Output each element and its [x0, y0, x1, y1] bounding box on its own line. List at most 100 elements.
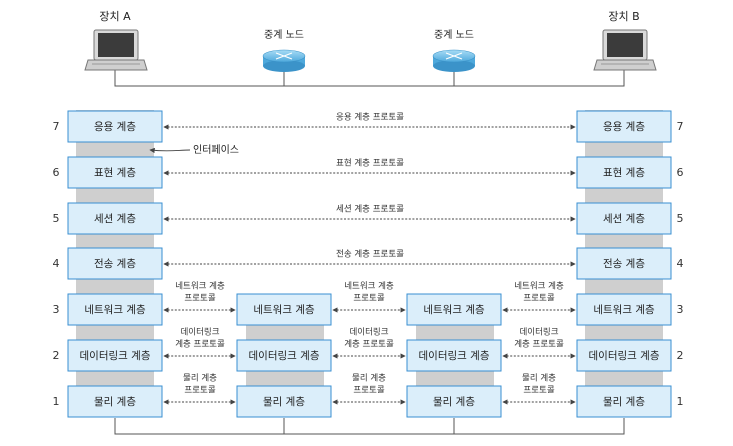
- layer-1-node1: 물리 계층: [236, 385, 332, 418]
- protocol-label: 세션 계층 프로토콜: [336, 204, 404, 215]
- layer-number: 3: [677, 303, 684, 316]
- layer-number: 1: [677, 395, 684, 408]
- protocol-label: 네트워크 계층: [344, 281, 394, 292]
- layer-5-b: 세션 계층: [576, 202, 672, 235]
- layer-number: 5: [53, 212, 60, 225]
- layer-6-b: 표현 계층: [576, 156, 672, 189]
- layer-5-a: 세션 계층: [67, 202, 163, 235]
- laptop-icon: [593, 29, 657, 71]
- protocol-label: 네트워크 계층: [514, 281, 564, 292]
- device-a-label: 장치 A: [99, 10, 131, 23]
- relay-node-1-stack: 네트워크 계층 데이터링크 계층 물리 계층: [236, 293, 332, 418]
- router-icon: [432, 49, 476, 72]
- layer-numbers-right: 7 6 5 4 3 2 1: [677, 120, 684, 408]
- protocol-label: 물리 계층: [352, 373, 386, 384]
- protocol-label: 프로토콜: [353, 294, 384, 304]
- layer-1-node2: 물리 계층: [406, 385, 502, 418]
- layer-number: 5: [677, 212, 684, 225]
- layer-number: 7: [53, 120, 60, 133]
- device-b-label: 장치 B: [608, 10, 639, 23]
- protocol-label: 표현 계층 프로토콜: [336, 158, 404, 169]
- protocol-label: 프로토콜: [353, 386, 384, 396]
- protocol-label: 데이터링크: [180, 327, 219, 338]
- hop-protocols: 네트워크 계층 프로토콜 네트워크 계층 프로토콜 네트워크 계층 프로토콜 데…: [163, 281, 576, 405]
- layer-label: 전송 계층: [603, 258, 645, 270]
- layer-4-a: 전송 계층: [67, 247, 163, 280]
- router-icon: [262, 49, 306, 72]
- layer-label: 전송 계층: [94, 258, 136, 270]
- laptop-icon: [84, 29, 148, 71]
- layer-label: 표현 계층: [603, 167, 645, 179]
- layer-number: 2: [677, 349, 684, 362]
- end-to-end-protocols: 응용 계층 프로토콜 표현 계층 프로토콜 세션 계층 프로토콜 전송 계층 프…: [163, 112, 576, 267]
- protocol-label: 프로토콜: [184, 386, 215, 396]
- layer-label: 네트워크 계층: [253, 303, 315, 316]
- layer-number: 4: [53, 257, 60, 270]
- layer-number: 6: [53, 166, 60, 179]
- layer-label: 네트워크 계층: [84, 303, 146, 316]
- layer-number: 6: [677, 166, 684, 179]
- top-network-line: [114, 70, 625, 87]
- protocol-arrow-4: 전송 계층 프로토콜: [163, 249, 576, 267]
- relay-node-2-stack: 네트워크 계층 데이터링크 계층 물리 계층: [406, 293, 502, 418]
- device-b: 장치 B: [593, 10, 657, 71]
- layer-label: 데이터링크 계층: [249, 350, 320, 362]
- protocol-label: 물리 계층: [522, 373, 556, 384]
- protocol-label: 프로토콜: [184, 294, 215, 304]
- hop-protocol-layer-3: 네트워크 계층 프로토콜 네트워크 계층 프로토콜 네트워크 계층 프로토콜: [163, 281, 576, 313]
- protocol-label: 계층 프로토콜: [514, 339, 564, 350]
- layer-number: 7: [677, 120, 684, 133]
- protocol-label: 프로토콜: [523, 294, 554, 304]
- layer-label: 응용 계층: [94, 121, 136, 133]
- layer-label: 데이터링크 계층: [80, 350, 151, 362]
- interface-annotation: 인터페이스: [149, 144, 239, 156]
- protocol-label: 계층 프로토콜: [344, 339, 394, 350]
- layer-2-b: 데이터링크 계층: [576, 339, 672, 372]
- protocol-label: 데이터링크: [349, 327, 388, 338]
- layer-number: 4: [677, 257, 684, 270]
- layer-2-node1: 데이터링크 계층: [236, 339, 332, 372]
- protocol-label: 계층 프로토콜: [175, 339, 225, 350]
- layer-1-b: 물리 계층: [576, 385, 672, 418]
- device-a: 장치 A: [84, 10, 148, 71]
- protocol-arrow-7: 응용 계층 프로토콜: [163, 112, 576, 130]
- layer-label: 응용 계층: [603, 121, 645, 133]
- layer-6-a: 표현 계층: [67, 156, 163, 189]
- protocol-label: 네트워크 계층: [175, 281, 225, 292]
- interface-pointer: [149, 147, 191, 154]
- layer-label: 표현 계층: [94, 167, 136, 179]
- layer-label: 물리 계층: [603, 396, 645, 408]
- layer-label: 물리 계층: [94, 396, 136, 408]
- protocol-label: 응용 계층 프로토콜: [336, 112, 404, 123]
- relay-node-label: 중계 노드: [264, 29, 304, 41]
- layer-label: 네트워크 계층: [423, 303, 485, 316]
- hop-protocol-layer-1: 물리 계층 프로토콜 물리 계층 프로토콜 물리 계층 프로토콜: [163, 373, 576, 405]
- layer-4-b: 전송 계층: [576, 247, 672, 280]
- layer-1-a: 물리 계층: [67, 385, 163, 418]
- layer-2-a: 데이터링크 계층: [67, 339, 163, 372]
- layer-3-node1: 네트워크 계층: [236, 293, 332, 326]
- device-b-stack: 응용 계층 표현 계층 세션 계층 전송 계층 네트워크 계층 데이터링크 계층…: [576, 110, 672, 418]
- interface-label: 인터페이스: [193, 144, 239, 156]
- layer-2-node2: 데이터링크 계층: [406, 339, 502, 372]
- layer-label: 세션 계층: [94, 213, 136, 225]
- layer-3-b: 네트워크 계층: [576, 293, 672, 326]
- device-a-stack: 응용 계층 표현 계층 세션 계층 전송 계층 네트워크 계층 데이터링크 계층…: [67, 110, 163, 418]
- layer-number: 2: [53, 349, 60, 362]
- layer-7-b: 응용 계층: [576, 110, 672, 143]
- layer-3-a: 네트워크 계층: [67, 293, 163, 326]
- protocol-label: 프로토콜: [523, 386, 554, 396]
- layer-number: 1: [53, 395, 60, 408]
- layer-label: 세션 계층: [603, 213, 645, 225]
- layer-numbers-left: 7 6 5 4 3 2 1: [53, 120, 60, 408]
- layer-number: 3: [53, 303, 60, 316]
- protocol-label: 물리 계층: [183, 373, 217, 384]
- layer-3-node2: 네트워크 계층: [406, 293, 502, 326]
- layer-label: 데이터링크 계층: [589, 350, 660, 362]
- column-backgrounds: [76, 110, 663, 416]
- relay-node-label: 중계 노드: [434, 29, 474, 41]
- relay-node-1: 중계 노드: [262, 29, 306, 72]
- layer-label: 데이터링크 계층: [419, 350, 490, 362]
- layer-label: 물리 계층: [263, 396, 305, 408]
- protocol-arrow-5: 세션 계층 프로토콜: [163, 204, 576, 222]
